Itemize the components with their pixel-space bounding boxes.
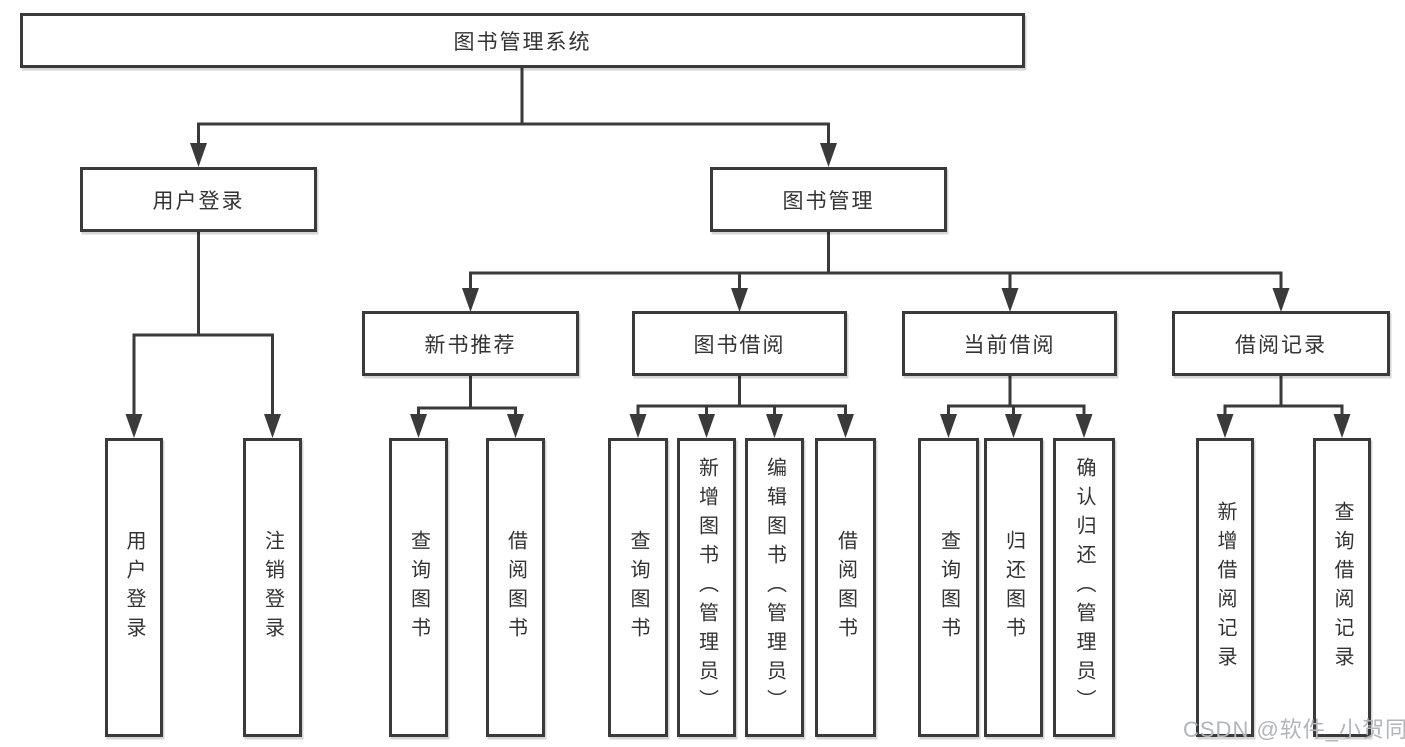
leaf-add-books-admin: 新增图书（管理员） [677, 438, 736, 737]
leaf-user-login: 用户登录 [105, 438, 163, 737]
arrow-icon [125, 414, 143, 438]
leaf-query-borrowing-record: 查询借阅记录 [1313, 438, 1371, 737]
arrow-icon [837, 414, 854, 438]
leaf-query-books-current: 查询图书 [918, 438, 979, 737]
leaf-return-books: 归还图书 [984, 438, 1043, 737]
arrow-icon [940, 414, 957, 438]
leaf-add-borrowing-record: 新增借阅记录 [1196, 438, 1254, 737]
connector-userlogin-to-leaves [132, 232, 274, 416]
arrow-icon [462, 288, 479, 312]
node-borrowing-records: 借阅记录 [1172, 311, 1390, 376]
arrow-icon [1272, 288, 1290, 312]
arrow-icon [507, 414, 524, 438]
node-current-borrowing: 当前借阅 [902, 311, 1117, 376]
arrow-icon [766, 414, 783, 438]
arrow-icon [1075, 414, 1093, 438]
node-book-borrowing: 图书借阅 [632, 311, 847, 376]
node-new-book-recommend: 新书推荐 [362, 311, 579, 376]
node-book-management: 图书管理 [710, 167, 947, 232]
leaf-edit-books-admin: 编辑图书（管理员） [745, 438, 804, 737]
arrow-icon [820, 143, 837, 167]
arrow-icon [1333, 414, 1351, 438]
connector-records-to-leaves [1223, 376, 1344, 416]
leaf-borrow-books: 借阅图书 [815, 438, 876, 737]
connector-borrowing-to-leaves [636, 376, 847, 416]
arrowheads [125, 143, 1351, 438]
leaf-borrow-books-newbooks: 借阅图书 [486, 438, 545, 737]
arrow-icon [190, 143, 207, 167]
arrow-icon [629, 414, 647, 438]
arrow-icon [410, 414, 427, 438]
connector-newbooks-to-leaves [417, 376, 517, 418]
node-user-login: 用户登录 [80, 167, 317, 232]
arrow-icon [731, 288, 748, 312]
arrow-icon [264, 414, 281, 438]
leaf-query-books-newbooks: 查询图书 [389, 438, 448, 737]
arrow-icon [698, 414, 715, 438]
arrow-icon [1216, 414, 1234, 438]
arrow-icon [1001, 288, 1019, 312]
leaf-confirm-return-admin: 确认归还（管理员） [1053, 438, 1115, 737]
leaf-query-books-borrowing: 查询图书 [608, 438, 668, 737]
leaf-logout-login: 注销登录 [243, 438, 302, 737]
connector-current-to-leaves [947, 376, 1086, 416]
connector-root-to-level2 [197, 68, 830, 146]
csdn-watermark: CSDN @软件_小贺同学 [1183, 717, 1405, 742]
connector-bookmgmt-to-level3 [469, 232, 1283, 290]
arrow-icon [1005, 414, 1022, 438]
node-library-management-system: 图书管理系统 [20, 13, 1025, 68]
